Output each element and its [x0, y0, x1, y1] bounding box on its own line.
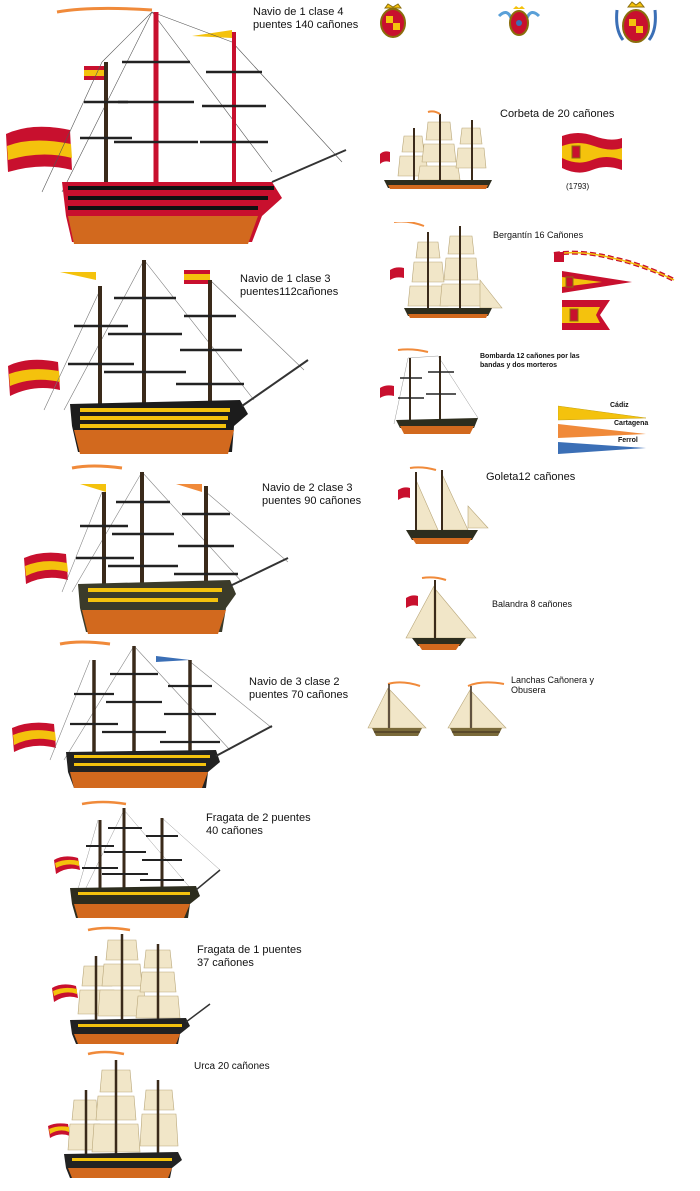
- ship-corbeta-illustration: [380, 110, 492, 189]
- pennant-label-cadiz: Cádiz: [610, 402, 629, 409]
- ship-bombarda-illustration: [380, 348, 479, 434]
- ship-navio-1-3-illustration: [8, 259, 309, 454]
- spanish-flag-icon: [562, 133, 622, 173]
- ship-bergantin-illustration: [390, 222, 503, 318]
- label-navio-1-3: Navio de 1 clase 3 puentes112cañones: [240, 273, 339, 298]
- flag-year: (1793): [566, 182, 590, 191]
- label-bombarda: Bombarda 12 cañones por las bandas y dos…: [480, 353, 580, 369]
- coat-of-arms-icon: [497, 6, 541, 36]
- label-navio-1-4: Navio de 1 clase 4 puentes 140 cañones: [253, 6, 359, 31]
- label-lanchas: Lanchas Cañonera y Obusera: [511, 675, 595, 695]
- label-navio-2-3: Navio de 2 clase 3 puentes 90 cañones: [262, 482, 362, 507]
- ship-fragata-2-illustration: [54, 800, 221, 918]
- ship-navio-3-2-illustration: [12, 640, 273, 788]
- label-corbeta: Corbeta de 20 cañones: [500, 108, 615, 120]
- pennant-icon: [558, 405, 647, 454]
- label-balandra: Balandra 8 cañones: [492, 599, 573, 609]
- ship-navio-2-3-illustration: [24, 464, 289, 634]
- ship-fragata-1-illustration: [52, 926, 211, 1044]
- pennant-icon: [562, 300, 610, 330]
- ship-urca-illustration: [48, 1050, 182, 1178]
- label-navio-3-2: Navio de 3 clase 2 puentes 70 cañones: [249, 676, 349, 701]
- ship-navio-1-4-illustration: [6, 6, 347, 244]
- label-fragata-2: Fragata de 2 puentes 40 cañones: [206, 812, 311, 837]
- coat-of-arms-icon: [380, 3, 406, 38]
- label-fragata-1: Fragata de 1 puentes 37 cañones: [197, 944, 302, 969]
- pennant-label-ferrol: Ferrol: [618, 437, 638, 444]
- pennant-icon: [562, 271, 632, 293]
- ship-lancha-canonera-illustration: [367, 681, 427, 736]
- coat-of-arms-icon: [615, 1, 657, 43]
- ship-goleta-illustration: [398, 466, 489, 544]
- ship-balandra-illustration: [405, 576, 477, 650]
- ship-lancha-obusera-illustration: [447, 681, 507, 736]
- pennant-icon: [553, 250, 675, 282]
- label-bergantin: Bergantín 16 Cañones: [493, 230, 584, 240]
- label-goleta: Goleta12 cañones: [486, 471, 576, 483]
- label-urca: Urca 20 cañones: [194, 1061, 270, 1072]
- pennant-label-cartagena: Cartagena: [614, 420, 649, 427]
